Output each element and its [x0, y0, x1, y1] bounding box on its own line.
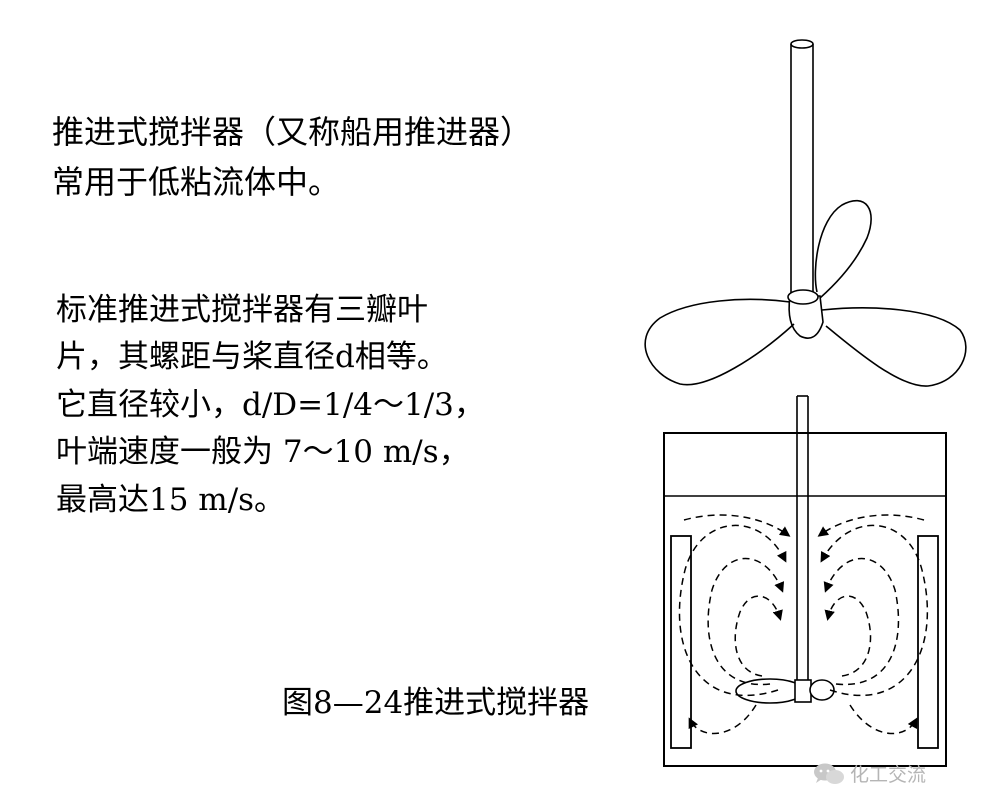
baffle-right [917, 535, 939, 749]
propeller-blade-upper [814, 199, 872, 299]
propeller-hub [788, 295, 824, 339]
baffle-left [670, 535, 692, 749]
tank-shaft [796, 396, 809, 688]
description-line-2: 片，其螺距与桨直径d相等。 [56, 339, 448, 376]
description-line-4: 叶端速度一般为 7～10 m/s， [56, 434, 470, 471]
description-line-3: 它直径较小，d/D=1/4～1/3， [56, 386, 485, 423]
flow-loops-left [678, 514, 791, 735]
impeller-hub [794, 679, 812, 703]
intro-line-1: 推进式搅拌器（又称船用推进器） [52, 113, 533, 151]
description-text: 标准推进式搅拌器有三瓣叶 片，其螺距与桨直径d相等。 它直径较小，d/D=1/4… [56, 287, 485, 524]
tank-outline [663, 432, 947, 767]
hub-collar [787, 289, 819, 305]
wechat-icon [814, 763, 844, 784]
propeller-shaft [790, 44, 814, 296]
shaft-top [790, 39, 814, 49]
flow-loops-right [817, 514, 929, 735]
tank-flow-diagram [663, 395, 947, 767]
impeller-blade-right [809, 679, 835, 701]
propeller-illustration [644, 39, 967, 387]
impeller-blade-left [735, 678, 805, 704]
propeller-blade-right [821, 307, 967, 387]
description-line-1: 标准推进式搅拌器有三瓣叶 [56, 292, 428, 328]
intro-text: 推进式搅拌器（又称船用推进器） 常用于低粘流体中。 [52, 108, 532, 207]
watermark-text: 化工交流 [850, 764, 927, 786]
propeller-blade-left [644, 298, 795, 386]
watermark: 化工交流 [812, 760, 926, 787]
intro-line-2: 常用于低粘流体中。 [52, 162, 341, 201]
figure-caption: 图8—24推进式搅拌器 [282, 685, 590, 721]
description-line-5: 最高达15 m/s。 [56, 481, 286, 518]
